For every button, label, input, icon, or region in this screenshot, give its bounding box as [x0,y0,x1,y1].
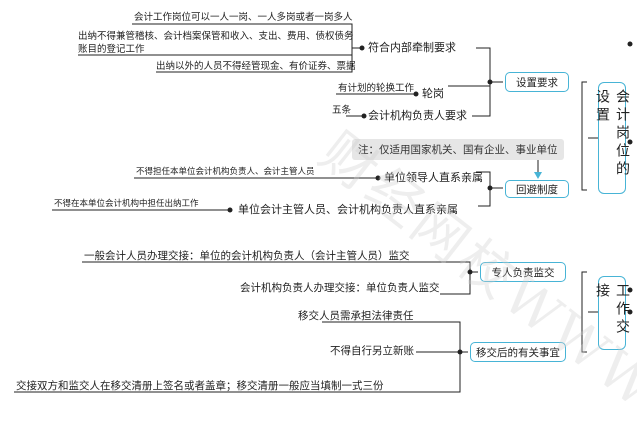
group-shixiang: 移交后的有关事宜 [470,342,566,362]
detail-text: 一般会计人员办理交接：单位的会计机构负责人（会计主管人员）监交 [84,250,410,262]
node-huibi-leader: 单位领导人直系亲属 [384,171,483,184]
topic-jiaojie-label: 工作交接 [594,283,630,337]
detail-text: 会计工作岗位可以一人一岗、一人多岗或者一岗多人 [134,12,353,23]
node-huibi-manager: 单位会计主管人员、会计机构负责人直系亲属 [238,203,458,216]
detail-text: 有计划的轮换工作 [338,83,415,94]
connector-lines [14,23,633,393]
detail-text: 账目的登记工作 [78,44,145,55]
mind-map: 会计工作岗位可以一人一岗、一人多岗或者一岗多人 出纳不得兼管稽核、会计档案保管和… [14,12,637,423]
detail-text: 不得在本单位会计机构中担任出纳工作 [54,199,199,209]
topic-gangwei-label: 会计岗位的设置 [594,89,630,179]
note-label: 注：仅适用国家机关、国有企业、事业单位 [352,139,564,160]
node-fuzeren: 会计机构负责人要求 [368,109,467,122]
detail-text: 出纳以外的人员不得经管现金、有价证券、票据 [156,61,356,72]
group-jiandu: 专人负责监交 [480,262,566,282]
detail-text: 交接双方和监交人在移交清册上签名或者盖章；移交清册一般应当填制一式三份 [16,380,384,392]
group-shezhi: 设置要求 [505,72,569,92]
detail-text: 不得自行另立新账 [330,345,414,357]
detail-text: 不得担任本单位会计机构负责人、会计主管人员 [136,167,315,177]
topic-gangwei: 会计岗位的设置 [594,82,630,194]
detail-text: 出纳不得兼管稽核、会计档案保管和收入、支出、费用、债权债务 [78,31,354,42]
detail-text: 移交人员需承担法律责任 [298,310,414,322]
detail-text: 会计机构负责人办理交接：单位负责人监交 [240,282,440,294]
detail-text: 五条 [332,105,352,116]
node-qianzhi: 符合内部牵制要求 [368,41,456,54]
group-huibi: 回避制度 [505,180,569,198]
topic-jiaojie: 工作交接 [594,276,630,350]
node-lungang: 轮岗 [422,87,444,100]
